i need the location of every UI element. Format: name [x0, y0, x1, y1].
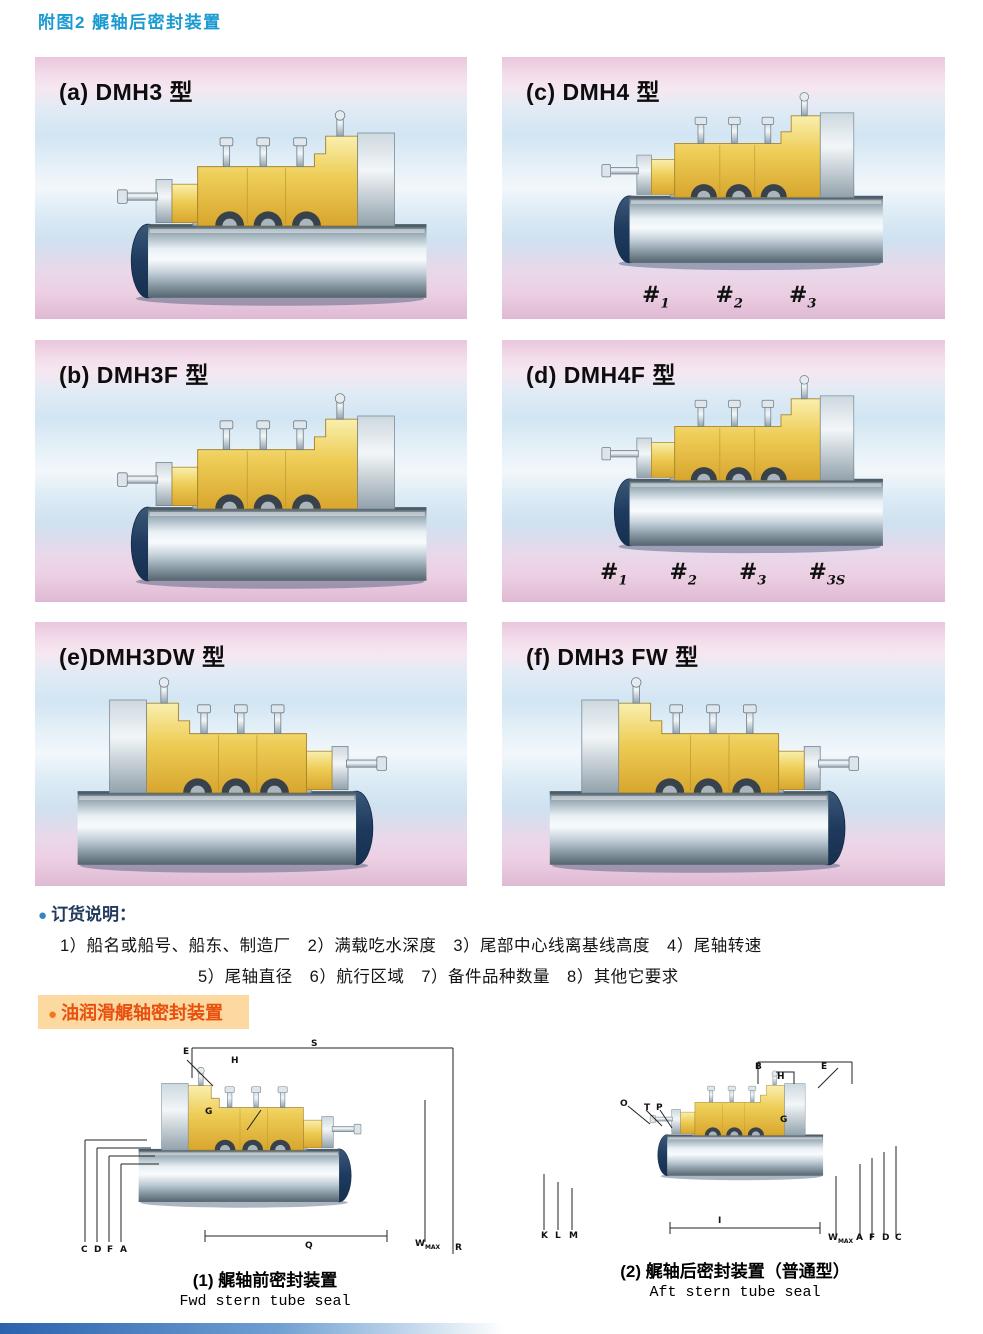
panel-label-a: (a) DMH3 型	[59, 79, 194, 105]
panel-dmh4f: (d) DMH4F 型 #1 #2 #3 #3S	[502, 340, 945, 602]
order-heading: ●订货说明：	[38, 900, 948, 925]
dim-label: B	[755, 1062, 762, 1072]
dim-label: R	[455, 1243, 462, 1253]
dim-label: A	[120, 1245, 127, 1255]
panel-dmh3: (a) DMH3 型	[35, 57, 467, 319]
dim-label: S	[311, 1039, 318, 1049]
panel-dmh4: (c) DMH4 型 #1 #2 #3	[502, 57, 945, 319]
panel-dmh3fw: (f) DMH3 FW 型	[502, 622, 945, 886]
seal-cross-section-illustration	[516, 374, 932, 556]
stage-label: #2	[715, 281, 743, 311]
dim-label: Q	[305, 1241, 313, 1251]
dim-label: I	[718, 1216, 722, 1226]
caption-cn: (2) 艉轴后密封装置（普通型）	[620, 1262, 850, 1281]
seal-cross-section-illustration	[49, 109, 455, 309]
panel-label-d: (d) DMH4F 型	[526, 362, 676, 388]
dim-label: H	[777, 1072, 785, 1082]
dim-label: C	[895, 1233, 902, 1243]
panel-dmh3f: (b) DMH3F 型	[35, 340, 467, 602]
dim-label: E	[183, 1047, 190, 1057]
dim-label: K	[541, 1231, 548, 1241]
dim-label: T	[644, 1103, 651, 1113]
dim-label: E	[821, 1062, 828, 1072]
aft-seal-diagram: B H E O T P G K L M I WMAX A F D C (2) 艉…	[520, 1052, 950, 1301]
dim-label: F	[869, 1233, 876, 1243]
seal-cross-section-illustration	[516, 676, 932, 876]
panel-dmh3dw: (e)DMH3DW 型	[35, 622, 467, 886]
dim-label: WMAX	[415, 1239, 441, 1251]
stage-label: #1	[642, 281, 670, 311]
fwd-seal-drawing	[55, 1036, 475, 1261]
caption-en: Aft stern tube seal	[649, 1284, 821, 1301]
dim-label: P	[656, 1103, 663, 1113]
dim-label: A	[856, 1233, 863, 1243]
order-line-2: 5）尾轴直径 6）航行区域 7）备件品种数量 8）其他它要求	[198, 968, 679, 986]
caption-cn: (1) 艉轴前密封装置	[192, 1271, 338, 1290]
fwd-seal-diagram: E H S G Q WMAX R C D F A (1) 艉轴前密封装置 Fwd…	[55, 1036, 475, 1310]
fwd-seal-caption: (1) 艉轴前密封装置 Fwd stern tube seal	[55, 1266, 475, 1310]
seal-stage-labels: #1 #2 #3	[642, 282, 816, 311]
seal-cross-section-illustration	[49, 676, 455, 876]
dim-label: C	[81, 1245, 88, 1255]
dim-label: D	[882, 1233, 890, 1243]
aft-seal-drawing	[520, 1052, 950, 1252]
seal-stage-labels: #1 #2 #3 #3S	[600, 559, 845, 588]
panel-label-c: (c) DMH4 型	[526, 79, 661, 105]
stage-label: #3	[788, 281, 817, 311]
bullet-icon: ●	[48, 1006, 58, 1023]
page-title: 附图2 艉轴后密封装置	[38, 13, 222, 32]
dim-label: M	[569, 1231, 578, 1241]
panel-label-f: (f) DMH3 FW 型	[526, 644, 699, 670]
dim-label: G	[780, 1115, 788, 1125]
oil-seal-section-heading: ●油润滑艉轴密封装置	[38, 995, 250, 1029]
panel-label-b: (b) DMH3F 型	[59, 362, 209, 388]
dim-label: L	[555, 1231, 561, 1241]
panel-label-e: (e)DMH3DW 型	[59, 644, 226, 670]
stage-label: #2	[669, 558, 697, 588]
order-line-1: 1）船名或船号、船东、制造厂 2）满载吃水深度 3）尾部中心线离基线高度 4）尾…	[60, 937, 762, 955]
dim-label: G	[205, 1107, 213, 1117]
page-footer-bar	[0, 1323, 505, 1334]
aft-seal-caption: (2) 艉轴后密封装置（普通型） Aft stern tube seal	[520, 1257, 950, 1301]
dim-label: H	[231, 1056, 239, 1066]
seal-cross-section-illustration	[516, 91, 932, 273]
seal-cross-section-illustration	[49, 392, 455, 592]
order-heading-text: 订货说明：	[51, 905, 137, 924]
dim-label: WMAX	[828, 1233, 854, 1245]
dim-label: O	[620, 1099, 628, 1109]
caption-en: Fwd stern tube seal	[179, 1293, 351, 1310]
stage-label: #3S	[808, 558, 846, 588]
dim-label: F	[107, 1245, 114, 1255]
oil-heading-text: 油润滑艉轴密封装置	[61, 1003, 224, 1023]
bullet-icon: ●	[38, 907, 48, 924]
ordering-instructions: ●订货说明： 1）船名或船号、船东、制造厂 2）满载吃水深度 3）尾部中心线离基…	[38, 900, 948, 987]
dim-label: D	[94, 1245, 102, 1255]
stage-label: #1	[600, 558, 628, 588]
stage-label: #3	[738, 558, 767, 588]
